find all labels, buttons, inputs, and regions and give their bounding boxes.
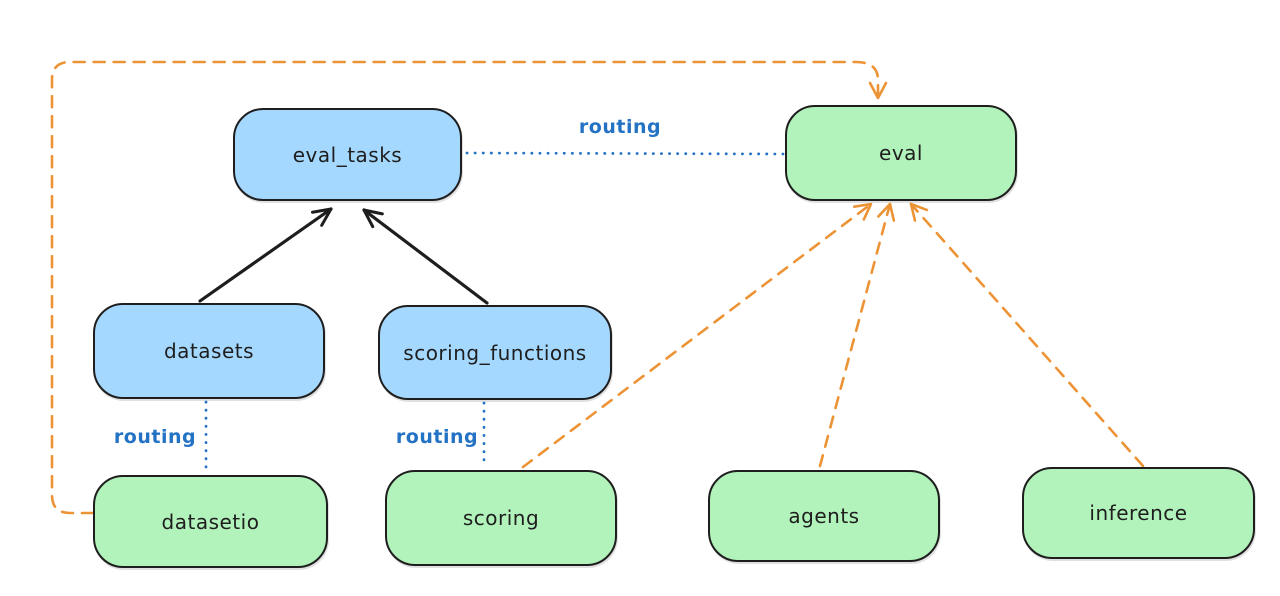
node-datasets-label: datasets (163, 339, 255, 363)
node-scoring-functions: scoring_functions (378, 305, 612, 400)
edge-datasets-to-eval-tasks (198, 207, 333, 303)
edge-eval-tasks-to-eval-routing (465, 151, 785, 156)
edge-scoring-to-eval (521, 202, 873, 469)
node-eval: eval (785, 105, 1017, 201)
node-scoring-label: scoring (462, 506, 540, 530)
edge-label-routing-scoring: routing (395, 426, 479, 448)
node-inference-label: inference (1089, 501, 1188, 525)
node-datasets: datasets (93, 303, 325, 399)
node-eval-label: eval (879, 141, 923, 165)
node-agents: agents (708, 470, 940, 562)
node-scoring-functions-label: scoring_functions (403, 340, 587, 365)
edge-scoring-functions-to-eval-tasks (362, 208, 489, 305)
node-datasetio-label: datasetio (161, 509, 260, 534)
edge-label-routing-datasets: routing (113, 426, 197, 448)
node-eval-tasks: eval_tasks (233, 108, 462, 201)
edge-datasetio-to-eval (50, 60, 888, 515)
edge-label-routing-top: routing (578, 116, 662, 138)
node-inference: inference (1022, 467, 1255, 559)
node-eval-tasks-label: eval_tasks (292, 142, 403, 167)
node-datasetio: datasetio (93, 475, 328, 568)
edge-inference-to-eval (909, 202, 1145, 468)
edge-agents-to-eval (818, 202, 896, 468)
node-agents-label: agents (788, 504, 860, 528)
node-scoring: scoring (385, 470, 617, 566)
